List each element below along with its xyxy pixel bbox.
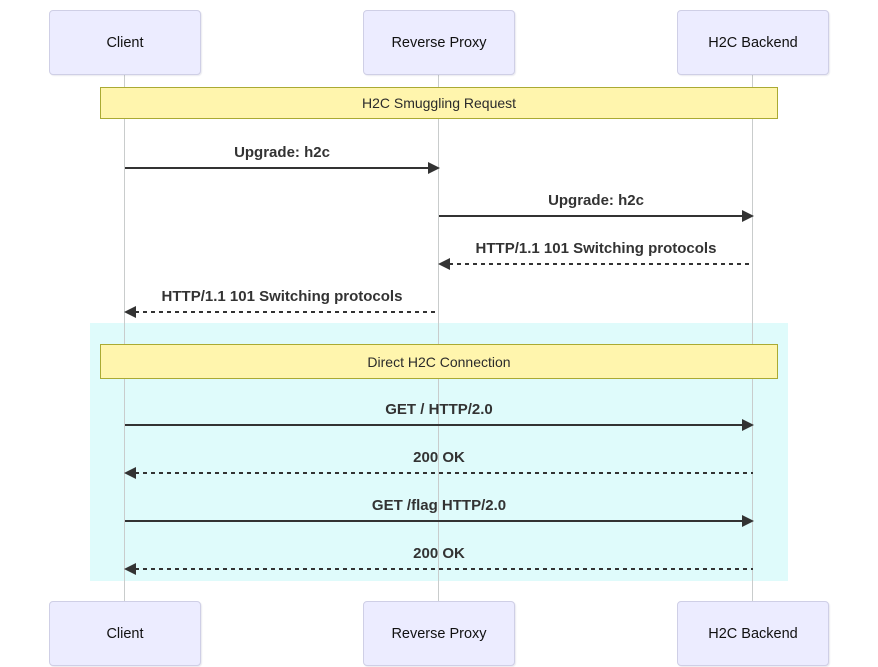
actor-label: Client [106, 625, 144, 642]
message-line [135, 472, 753, 474]
message-200-ok-1: 200 OK [124, 448, 753, 480]
arrowhead-left-icon [124, 563, 136, 575]
lifeline-reverse-proxy [438, 72, 439, 602]
lifeline-h2c-backend [752, 72, 753, 602]
actor-top-client: Client [49, 10, 201, 75]
actor-label: Client [106, 34, 144, 51]
message-upgrade-h2c-client-to-proxy: Upgrade: h2c [125, 143, 440, 175]
message-label: HTTP/1.1 101 Switching protocols [475, 240, 717, 257]
note-label: H2C Smuggling Request [361, 95, 517, 111]
message-line [125, 520, 743, 522]
message-upgrade-h2c-proxy-to-backend: Upgrade: h2c [439, 191, 754, 223]
message-get-root-http2: GET / HTTP/2.0 [125, 400, 754, 432]
actor-bottom-client: Client [49, 601, 201, 666]
note-direct-h2c-connection: Direct H2C Connection [100, 344, 778, 379]
arrowhead-right-icon [742, 515, 754, 527]
arrowhead-left-icon [124, 467, 136, 479]
message-label: HTTP/1.1 101 Switching protocols [161, 288, 403, 305]
message-line [125, 167, 429, 169]
message-label: GET /flag HTTP/2.0 [371, 497, 507, 514]
arrowhead-left-icon [124, 306, 136, 318]
message-get-flag-http2: GET /flag HTTP/2.0 [125, 496, 754, 528]
actor-top-reverse-proxy: Reverse Proxy [363, 10, 515, 75]
message-101-switching-proxy-to-client: HTTP/1.1 101 Switching protocols [124, 287, 439, 319]
actor-bottom-h2c-backend: H2C Backend [677, 601, 829, 666]
arrowhead-right-icon [428, 162, 440, 174]
message-line [125, 424, 743, 426]
actor-label: Reverse Proxy [391, 34, 487, 51]
arrowhead-right-icon [742, 210, 754, 222]
actor-label: H2C Backend [708, 625, 798, 642]
note-label: Direct H2C Connection [367, 353, 511, 370]
message-line [135, 568, 753, 570]
lifeline-client [124, 72, 125, 602]
actor-top-h2c-backend: H2C Backend [677, 10, 829, 75]
message-101-switching-backend-to-proxy: HTTP/1.1 101 Switching protocols [438, 239, 753, 271]
message-label: Upgrade: h2c [234, 144, 330, 161]
message-line [439, 215, 743, 217]
arrowhead-right-icon [742, 419, 754, 431]
note-h2c-smuggling-request: H2C Smuggling Request [100, 87, 778, 119]
arrowhead-left-icon [438, 258, 450, 270]
message-label: 200 OK [413, 545, 465, 562]
message-label: GET / HTTP/2.0 [385, 401, 493, 418]
actor-label: Reverse Proxy [391, 625, 487, 642]
actor-label: H2C Backend [708, 34, 798, 51]
message-label: Upgrade: h2c [548, 192, 644, 209]
message-label: 200 OK [413, 449, 465, 466]
message-line [449, 263, 753, 265]
actor-bottom-reverse-proxy: Reverse Proxy [363, 601, 515, 666]
message-200-ok-2: 200 OK [124, 544, 753, 576]
message-line [135, 311, 439, 313]
